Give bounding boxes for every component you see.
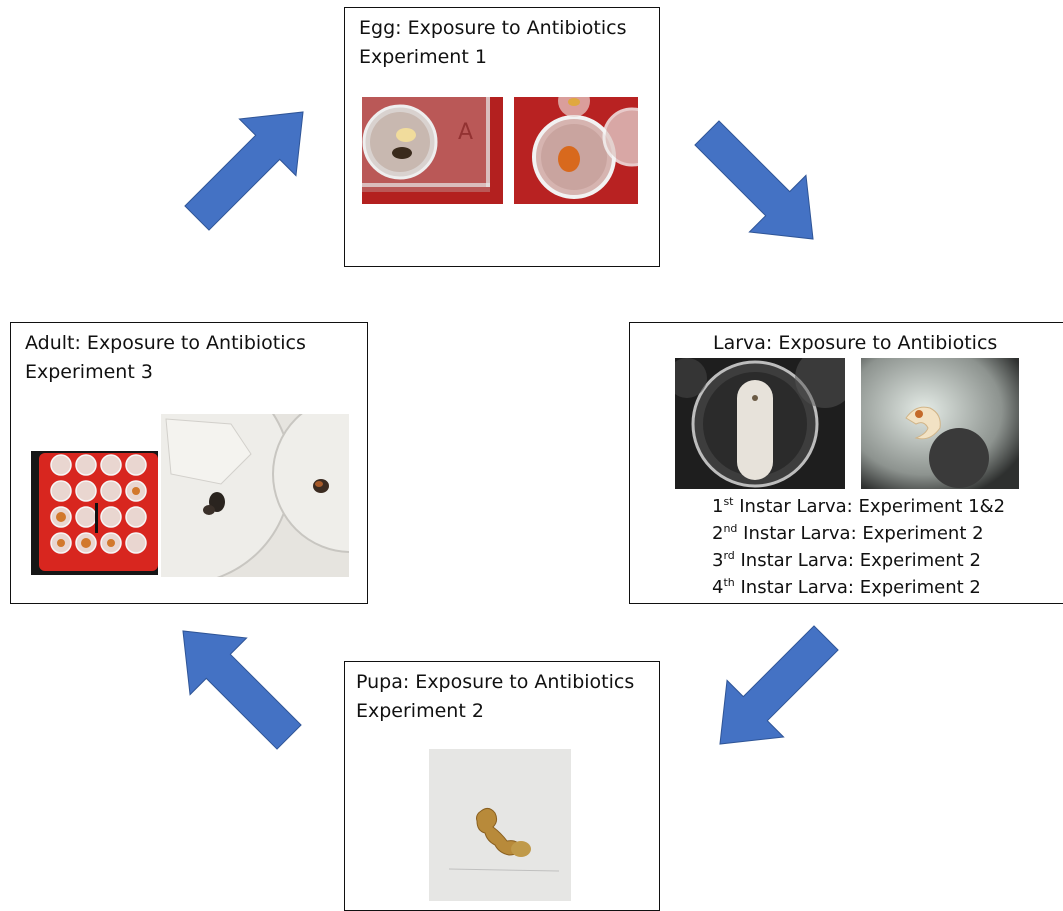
adult-stage-box: Adult: Exposure to Antibiotics Experimen… [10, 322, 368, 604]
curled-larva-photo [861, 358, 1019, 489]
pupa-stage-title: Pupa: Exposure to Antibiotics Experiment… [356, 671, 635, 722]
pupa-stage-box: Pupa: Exposure to Antibiotics Experiment… [344, 661, 660, 911]
egg-stage-box: Egg: Exposure to Antibiotics Experiment … [344, 7, 660, 267]
well-plate-photo [31, 451, 158, 575]
instar-stage-2: 2nd Instar Larva: Experiment 2 [712, 522, 984, 544]
larva-in-dish-photo [675, 358, 845, 489]
instar-stage-1: 1st Instar Larva: Experiment 1&2 [712, 495, 1006, 517]
svg-text:A: A [458, 120, 473, 145]
arrow-larva-to-pupa [719, 625, 839, 745]
larva-stage-box: Larva: Exposure to Antibiotics [629, 322, 1063, 604]
egg-stage-title: Egg: Exposure to Antibiotics Experiment … [359, 17, 627, 68]
instar-stage-3: 3rd Instar Larva: Experiment 2 [712, 549, 981, 571]
instar-stage-list: 1st Instar Larva: Experiment 1&2 2nd Ins… [712, 493, 1005, 601]
arrow-adult-to-egg [184, 111, 304, 231]
arrow-egg-to-larva [694, 120, 814, 240]
larva-stage-title: Larva: Exposure to Antibiotics [713, 332, 998, 354]
larva-in-well-photo [514, 97, 638, 204]
instar-stage-4: 4th Instar Larva: Experiment 2 [712, 576, 981, 598]
egg-in-well-photo: A [362, 97, 503, 204]
arrow-pupa-to-adult [182, 630, 302, 750]
pupa-photo [429, 749, 571, 901]
adult-beetles-dish-photo [161, 414, 349, 577]
adult-stage-title: Adult: Exposure to Antibiotics Experimen… [25, 332, 306, 383]
